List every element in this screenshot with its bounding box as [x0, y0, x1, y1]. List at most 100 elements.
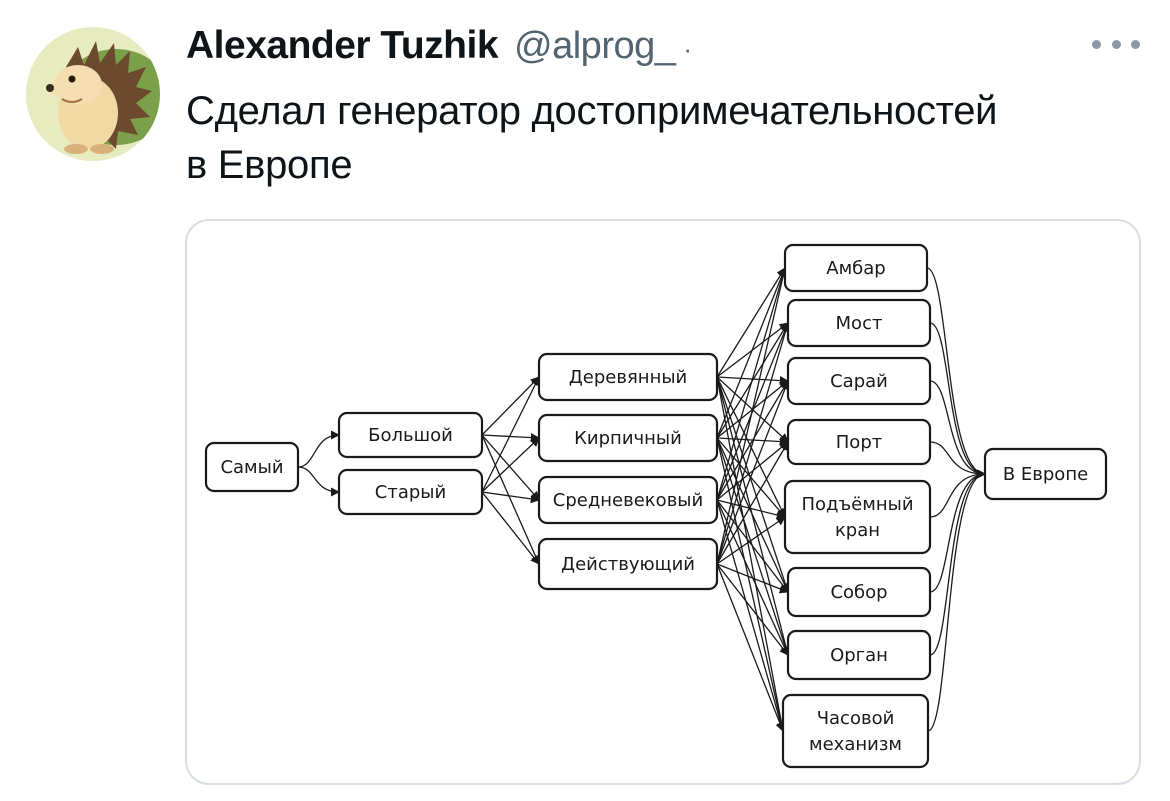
node-label: Собор — [830, 582, 887, 603]
node-label: Старый — [375, 482, 446, 503]
node-adjective-1: Большой — [337, 411, 484, 459]
adjective-edge — [481, 491, 540, 504]
noun-edge — [716, 499, 786, 732]
noun-edge — [716, 380, 790, 565]
node-box — [786, 629, 932, 681]
node-box — [786, 356, 932, 406]
node-box — [537, 352, 719, 402]
adjective-edge — [481, 433, 540, 443]
more-dot — [1131, 39, 1140, 49]
diagram-edges — [297, 267, 986, 732]
node-box — [204, 441, 300, 493]
node-noun: Часовой механизм — [781, 693, 930, 769]
adjective-edge — [481, 491, 540, 565]
end-edge — [929, 469, 986, 656]
node-label: Самый — [220, 457, 283, 478]
node-start: Самый — [204, 441, 300, 493]
node-label: Сарай — [830, 371, 888, 392]
end-edge — [926, 267, 986, 479]
adjective-edge — [481, 376, 540, 436]
noun-edge — [716, 267, 788, 501]
adjective-edge — [481, 434, 540, 565]
node-noun: Амбар — [783, 243, 929, 293]
noun-edge — [716, 437, 789, 593]
adjective-edge — [481, 434, 540, 501]
node-noun: Сарай — [786, 356, 932, 406]
noun-edge — [716, 516, 786, 565]
tweet-text-line: Сделал генератор достопримечательностей — [186, 89, 998, 133]
more-dot — [1092, 39, 1101, 49]
more-options-icon[interactable] — [1092, 30, 1140, 58]
node-label: Подъёмный — [801, 494, 913, 515]
end-edge — [929, 380, 986, 479]
node-adjective-2: Действующий — [537, 537, 719, 591]
node-label: кран — [835, 520, 880, 541]
tweet-header: Alexander Tuzhik @alprog_ · — [186, 24, 692, 68]
node-noun: Мост — [786, 298, 932, 348]
avatar[interactable] — [26, 27, 160, 161]
adjective-edge — [481, 437, 540, 493]
noun-edge — [716, 376, 786, 732]
adjective-edge — [481, 376, 540, 493]
noun-edge — [716, 441, 789, 565]
node-label: В Европе — [1003, 464, 1088, 485]
more-dot — [1111, 39, 1121, 49]
noun-edge — [716, 376, 790, 593]
noun-edge — [716, 499, 786, 520]
node-box — [783, 479, 932, 555]
node-noun: Собор — [786, 566, 932, 618]
node-label: Орган — [830, 645, 888, 666]
node-label: Деревянный — [569, 367, 688, 388]
node-box — [781, 693, 930, 769]
noun-edge — [716, 437, 786, 732]
node-adjective-1: Старый — [337, 468, 484, 516]
node-noun: Подъёмный кран — [783, 479, 932, 555]
hedgehog-icon — [26, 27, 160, 161]
node-label: Порт — [836, 432, 882, 453]
end-edge — [929, 469, 986, 593]
node-box — [537, 413, 719, 463]
node-box — [783, 243, 929, 293]
node-label: Средневековый — [553, 490, 703, 511]
node-label: механизм — [809, 734, 902, 755]
start-edge — [297, 466, 340, 497]
node-label: Мост — [836, 313, 883, 334]
noun-edge — [716, 563, 789, 594]
node-label: Амбар — [826, 258, 885, 279]
noun-edge — [716, 267, 788, 565]
node-box — [786, 418, 932, 466]
node-label: Часовой — [817, 708, 895, 729]
header-separator: · — [683, 34, 693, 64]
node-end: В Европе — [983, 447, 1108, 501]
node-noun: Орган — [786, 629, 932, 681]
node-box — [337, 411, 484, 459]
author-handle[interactable]: @alprog_ — [514, 25, 676, 67]
start-edge — [297, 430, 340, 468]
node-box — [537, 475, 719, 525]
node-adjective-2: Деревянный — [537, 352, 719, 402]
node-adjective-2: Кирпичный — [537, 413, 719, 463]
noun-edge — [716, 322, 791, 565]
end-edge — [929, 322, 986, 479]
node-label: Действующий — [561, 554, 695, 575]
noun-edge — [716, 563, 785, 732]
node-box — [337, 468, 484, 516]
end-edge — [929, 469, 986, 518]
node-label: Большой — [368, 425, 453, 446]
noun-edge — [716, 380, 789, 501]
noun-edge — [716, 563, 789, 656]
node-box — [786, 298, 932, 348]
noun-edge — [716, 267, 786, 378]
author-name[interactable]: Alexander Tuzhik — [186, 24, 499, 67]
noun-edge — [716, 267, 787, 439]
tweet-text-line: в Европе — [186, 143, 353, 187]
end-edge — [927, 469, 986, 732]
tweet-text: Сделал генератор достопримечательностей … — [186, 84, 1146, 192]
node-noun: Порт — [786, 418, 932, 466]
node-label: Кирпичный — [574, 428, 682, 449]
node-box — [983, 447, 1108, 501]
node-adjective-2: Средневековый — [537, 475, 719, 525]
